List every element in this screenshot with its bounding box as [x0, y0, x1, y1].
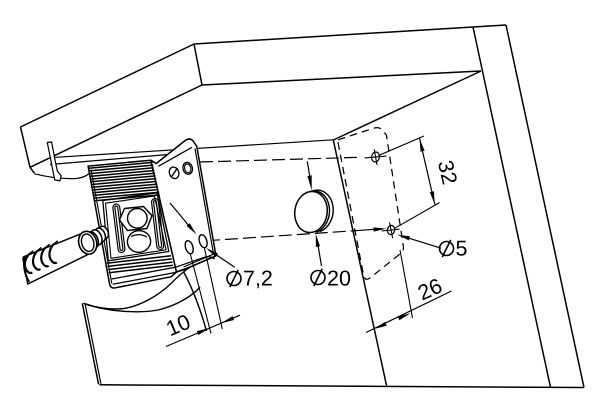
svg-text:32: 32	[433, 158, 462, 187]
svg-text:5: 5	[456, 236, 468, 260]
svg-text:7,2: 7,2	[243, 267, 273, 291]
svg-text:20: 20	[327, 266, 351, 290]
